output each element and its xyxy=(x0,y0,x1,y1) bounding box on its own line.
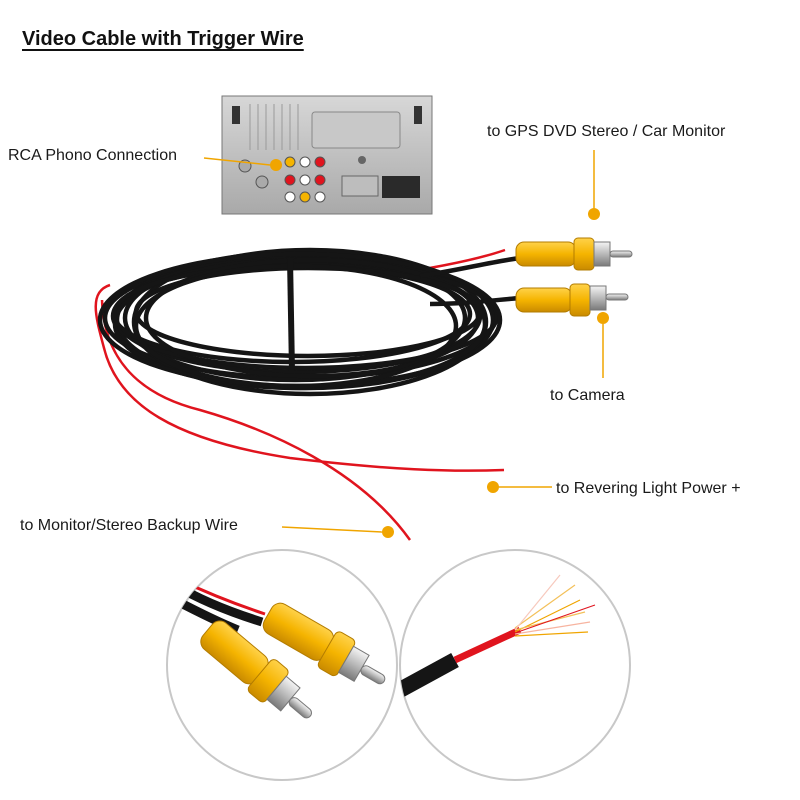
callout-reversing-light xyxy=(487,481,552,493)
label-camera: to Camera xyxy=(550,387,625,404)
rca-plug-upper xyxy=(515,237,633,271)
stereo-head-unit xyxy=(221,95,433,215)
callout-gps-dvd xyxy=(588,150,600,220)
rca-plug-lower xyxy=(515,283,629,317)
red-backup-wire xyxy=(100,299,412,541)
label-gps-dvd: to GPS DVD Stereo / Car Monitor xyxy=(487,123,726,140)
callout-backup-wire xyxy=(281,526,394,538)
zoom-circle-rca-plugs xyxy=(166,549,398,781)
callout-camera xyxy=(597,312,609,378)
zoom-circle-stripped-wire xyxy=(399,549,631,781)
label-reversing-light: to Revering Light Power + xyxy=(556,480,741,497)
callout-rca-phono xyxy=(203,157,282,171)
label-rca-phono: RCA Phono Connection xyxy=(8,147,177,164)
label-backup-wire: to Monitor/Stereo Backup Wire xyxy=(20,517,238,534)
coiled-video-cable xyxy=(97,247,521,397)
diagram-title: Video Cable with Trigger Wire xyxy=(22,28,304,50)
